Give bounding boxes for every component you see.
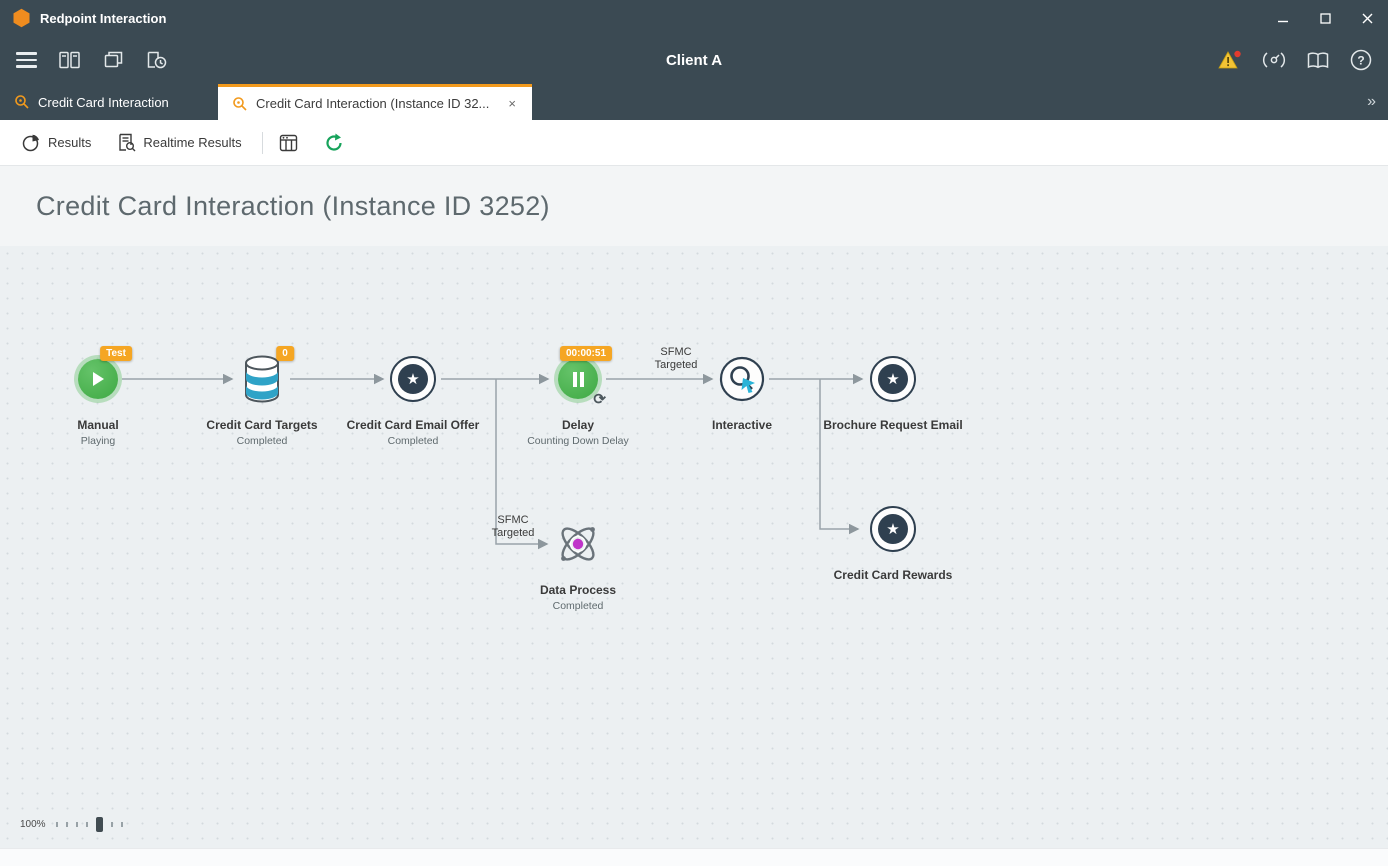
zoom-tick: [120, 822, 123, 827]
tab-overflow-button[interactable]: »: [1367, 93, 1376, 110]
maximize-button[interactable]: [1304, 0, 1346, 36]
book-icon[interactable]: [1306, 51, 1330, 70]
atom-icon: [554, 520, 602, 568]
zoom-level-label: 100%: [20, 819, 46, 830]
node-credit-card-email-offer[interactable]: ★ Credit Card Email Offer Completed: [328, 355, 498, 447]
panels-icon[interactable]: [59, 51, 80, 69]
zoom-tick: [85, 822, 88, 827]
email-offer-star-icon: ★: [390, 356, 436, 402]
node-credit-card-rewards[interactable]: ★ Credit Card Rewards: [808, 505, 978, 582]
svg-text:?: ?: [1357, 54, 1364, 68]
node-delay-icon-wrap: 00:00:51 ⟳: [558, 346, 613, 408]
node-label: Brochure Request Email: [823, 418, 963, 432]
node-label: Data Process: [539, 583, 617, 597]
edge-branch-rewards: [819, 379, 860, 535]
node-label: Manual: [77, 418, 119, 432]
bottom-scrollbar-strip: [0, 848, 1388, 866]
zoom-tick: [110, 822, 113, 827]
node-label: Delay: [561, 418, 595, 432]
zoom-handle[interactable]: [95, 817, 103, 832]
page-title-band: Credit Card Interaction (Instance ID 325…: [0, 166, 1388, 246]
node-status: Completed: [387, 435, 439, 448]
workflow-canvas[interactable]: SFMC Targeted SFMC Targeted Test Manual …: [0, 246, 1388, 848]
tabbar: Credit Card Interaction Credit Card Inte…: [0, 84, 1388, 120]
tab-credit-card-interaction[interactable]: Credit Card Interaction: [0, 84, 218, 120]
interaction-tab-icon: [14, 94, 30, 110]
page-title: Credit Card Interaction (Instance ID 325…: [36, 190, 550, 221]
history-icon[interactable]: [147, 51, 167, 69]
workflow-edges: [122, 373, 864, 550]
menu-button[interactable]: [16, 52, 37, 68]
tab-label: Credit Card Interaction: [38, 94, 169, 110]
zoom-slider[interactable]: 100%: [20, 817, 123, 832]
sync-badge-icon: ⟳: [593, 391, 606, 408]
node-label: Credit Card Targets: [206, 418, 318, 432]
realtime-results-icon: [117, 133, 136, 152]
test-badge: Test: [100, 346, 132, 361]
toolbar-nav-icons: [59, 51, 167, 69]
node-dataprocess-icon-wrap: [554, 520, 602, 568]
node-interactive[interactable]: Interactive: [657, 355, 827, 432]
count-badge: 0: [276, 346, 294, 361]
node-delay[interactable]: 00:00:51 ⟳ Delay Counting Down Delay: [493, 346, 663, 448]
node-manual[interactable]: Test Manual Playing: [13, 346, 183, 448]
close-button[interactable]: [1346, 0, 1388, 36]
grid-icon: [279, 134, 298, 152]
node-manual-icon-wrap: Test: [78, 346, 132, 403]
node-label: Credit Card Rewards: [833, 568, 953, 582]
refresh-icon: [324, 133, 344, 153]
pause-icon: [558, 359, 598, 399]
timer-badge: 00:00:51: [559, 346, 613, 361]
actionbar-separator: [261, 131, 263, 154]
help-icon[interactable]: ?: [1350, 49, 1372, 71]
actionbar: Results Realtime Results: [0, 120, 1388, 166]
refresh-button[interactable]: [318, 129, 350, 157]
brochure-star-icon: ★: [870, 356, 916, 402]
node-status: Playing: [80, 435, 116, 448]
rewards-star-icon: ★: [870, 506, 916, 552]
node-status: Counting Down Delay: [527, 435, 629, 448]
node-label: Credit Card Email Offer: [346, 418, 480, 432]
node-brochure-icon-wrap: ★: [870, 355, 916, 403]
toolbar-right-icons: ?: [1218, 49, 1372, 71]
node-status: Completed: [552, 600, 604, 613]
node-targets-icon-wrap: 0: [241, 346, 294, 404]
node-emailoffer-icon-wrap: ★: [390, 355, 436, 403]
node-status: Completed: [236, 435, 288, 448]
alert-icon[interactable]: [1218, 50, 1242, 71]
zoom-tick: [65, 822, 68, 827]
main-toolbar: Client A ?: [0, 36, 1388, 84]
node-label: Interactive: [711, 418, 773, 432]
node-credit-card-targets[interactable]: 0 Credit Card Targets Completed: [177, 346, 347, 448]
pie-chart-icon: [22, 134, 41, 152]
app-title: Redpoint Interaction: [40, 10, 167, 26]
app-logo-icon: [12, 8, 31, 28]
database-icon: [241, 354, 283, 404]
client-title: Client A: [665, 51, 723, 69]
node-interactive-icon-wrap: [719, 355, 765, 403]
node-data-process[interactable]: Data Process Completed: [493, 520, 663, 612]
edge-branch-dataprocess: [495, 379, 549, 550]
zoom-tick: [75, 822, 78, 827]
play-icon: [78, 359, 118, 399]
minimize-button[interactable]: [1262, 0, 1304, 36]
zoom-tick: [55, 822, 58, 827]
grid-view-button[interactable]: [273, 130, 304, 156]
node-rewards-icon-wrap: ★: [870, 505, 916, 553]
broadcast-icon[interactable]: [1262, 50, 1286, 70]
edge-label-sfmc-targeted-2: SFMC Targeted: [491, 514, 535, 540]
window-icon[interactable]: [104, 51, 123, 69]
interaction-tab-icon: [232, 96, 248, 112]
node-brochure-request-email[interactable]: ★ Brochure Request Email: [808, 355, 978, 432]
titlebar: Redpoint Interaction: [0, 0, 1388, 36]
realtime-results-label: Realtime Results: [143, 135, 242, 150]
edge-label-sfmc-targeted-1: SFMC Targeted: [654, 346, 698, 372]
tab-instance-3252[interactable]: Credit Card Interaction (Instance ID 32.…: [218, 84, 532, 120]
interactive-icon: [719, 356, 765, 402]
realtime-results-button[interactable]: Realtime Results: [111, 129, 247, 156]
results-label: Results: [48, 135, 92, 150]
tab-label: Credit Card Interaction (Instance ID 32.…: [256, 96, 490, 111]
close-tab-button[interactable]: ×: [508, 96, 516, 111]
results-button[interactable]: Results: [16, 130, 97, 156]
